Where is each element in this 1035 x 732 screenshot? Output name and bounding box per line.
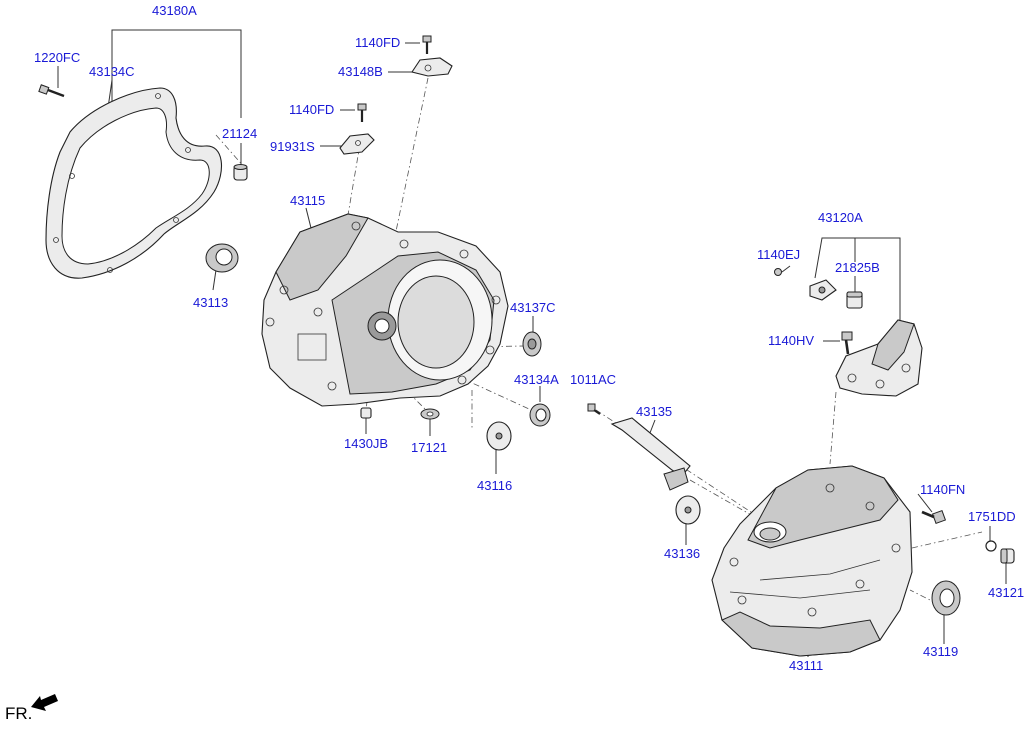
plate-91931s bbox=[339, 133, 375, 155]
label-43121[interactable]: 43121 bbox=[988, 585, 1024, 600]
label-1140fd-top[interactable]: 1140FD bbox=[355, 35, 400, 50]
label-43134c[interactable]: 43134C bbox=[89, 64, 135, 79]
oil-seal-43113 bbox=[205, 243, 239, 273]
washer-17121 bbox=[420, 408, 440, 420]
label-1140fn[interactable]: 1140FN bbox=[920, 482, 965, 497]
label-1430jb[interactable]: 1430JB bbox=[344, 436, 388, 451]
label-17121[interactable]: 17121 bbox=[411, 440, 447, 455]
label-43119[interactable]: 43119 bbox=[923, 644, 958, 659]
seal-43134a bbox=[529, 403, 551, 427]
transaxle-case-43111 bbox=[711, 465, 913, 657]
bolt-1220fc bbox=[38, 84, 65, 98]
label-43116[interactable]: 43116 bbox=[477, 478, 512, 493]
label-43113[interactable]: 43113 bbox=[193, 295, 228, 310]
guide-tube-43135 bbox=[610, 417, 691, 491]
label-43135[interactable]: 43135 bbox=[636, 404, 672, 419]
label-1140hv[interactable]: 1140HV bbox=[768, 333, 814, 348]
part-labels: 43180A 1220FC 43134C 21124 1140FD 43148B… bbox=[34, 3, 1024, 673]
label-43111[interactable]: 43111 bbox=[789, 658, 823, 673]
bolt-1140fn bbox=[921, 509, 947, 525]
label-21124[interactable]: 21124 bbox=[222, 126, 257, 141]
drain-plug-43121 bbox=[1000, 548, 1015, 564]
bracket-43148b bbox=[411, 57, 453, 77]
bolt-1011ac bbox=[587, 403, 601, 415]
bolt-1140fd-second bbox=[357, 103, 367, 122]
insulator-block bbox=[809, 279, 837, 301]
label-43137c[interactable]: 43137C bbox=[510, 300, 556, 315]
label-43180a[interactable]: 43180A bbox=[152, 3, 197, 18]
label-1140fd-second[interactable]: 1140FD bbox=[289, 102, 334, 117]
gasket-43134c bbox=[45, 87, 222, 279]
label-43148b[interactable]: 43148B bbox=[338, 64, 383, 79]
front-orientation-marker: FR. bbox=[5, 694, 58, 723]
dowel-pin-21124 bbox=[233, 164, 248, 181]
mount-bracket-43120a bbox=[835, 319, 923, 397]
plate-43136 bbox=[675, 495, 701, 525]
label-1751dd[interactable]: 1751DD bbox=[968, 509, 1016, 524]
plug-43137c bbox=[522, 331, 542, 357]
label-1220fc[interactable]: 1220FC bbox=[34, 50, 80, 65]
front-arrow-icon bbox=[31, 694, 58, 711]
label-43134a[interactable]: 43134A bbox=[514, 372, 559, 387]
clutch-housing-43115 bbox=[261, 213, 509, 407]
bolt-1140fd-top bbox=[422, 35, 432, 54]
oil-seal-43119 bbox=[931, 580, 961, 616]
label-43120a[interactable]: 43120A bbox=[818, 210, 863, 225]
plug-1430jb bbox=[360, 407, 372, 419]
washer-1751dd bbox=[985, 540, 997, 552]
label-1011ac[interactable]: 1011AC bbox=[570, 372, 616, 387]
label-91931s[interactable]: 91931S bbox=[270, 139, 315, 154]
label-21825b[interactable]: 21825B bbox=[835, 260, 880, 275]
bolt-1140hv bbox=[841, 331, 853, 355]
cover-43116 bbox=[486, 421, 512, 451]
bolt-1140ej bbox=[774, 268, 782, 276]
front-label: FR. bbox=[5, 704, 32, 723]
label-43115[interactable]: 43115 bbox=[290, 193, 325, 208]
label-43136[interactable]: 43136 bbox=[664, 546, 700, 561]
bushing-21825b bbox=[846, 291, 863, 309]
label-1140ej[interactable]: 1140EJ bbox=[757, 247, 800, 262]
